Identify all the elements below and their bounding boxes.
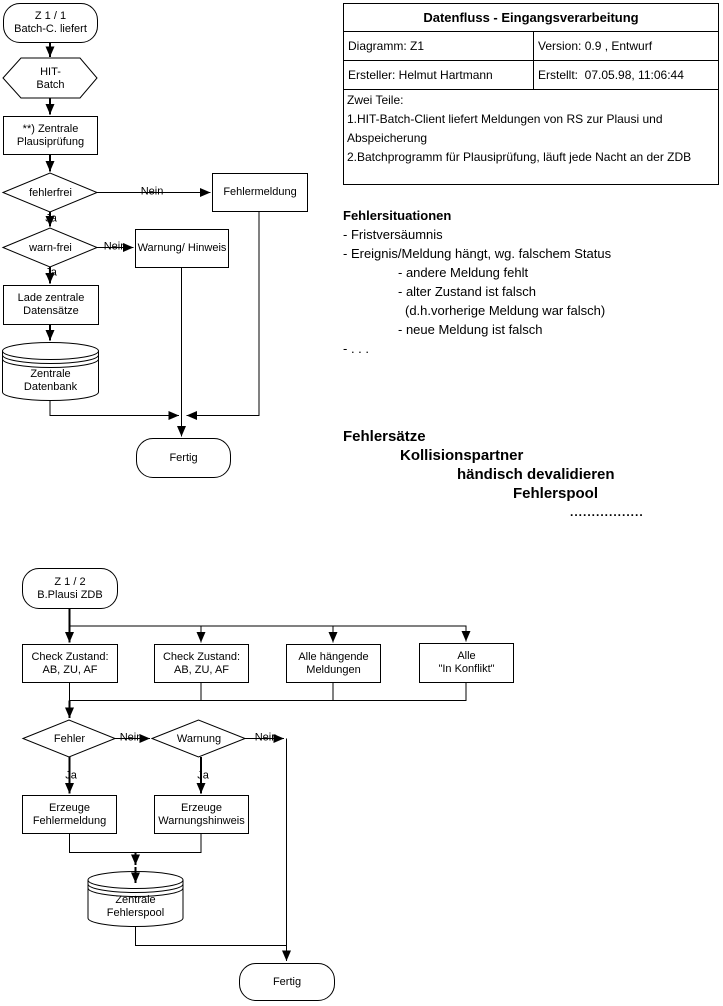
c1-ja-label-2: Ja bbox=[45, 266, 57, 279]
c2-check1-process: Check Zustand: AB, ZU, AF bbox=[22, 644, 118, 683]
fehlersaetze-dots: ................. bbox=[570, 505, 644, 519]
c1-nein-label-2: Nein bbox=[103, 240, 127, 253]
c2-ja-label-2: Ja bbox=[197, 769, 209, 782]
fehlersituationen-line: - Fristversäumnis bbox=[343, 227, 443, 242]
fehlersituationen-line: - neue Meldung ist falsch bbox=[398, 322, 543, 337]
c2-warnung-label: Warnung bbox=[176, 732, 222, 745]
c2-erzeuge-warnungshinweis-process: Erzeuge Warnungshinweis bbox=[154, 795, 249, 834]
c2-fehlerspool-label: Zentrale Fehlerspool bbox=[106, 894, 165, 919]
fehlersaetze-block: Fehlersätze Kollisionspartner händisch d… bbox=[343, 427, 644, 522]
fehlersituationen-title: Fehlersituationen bbox=[343, 208, 452, 223]
c1-start-terminator: Z 1 / 1 Batch-C. liefert bbox=[3, 3, 98, 43]
notes-cell: Zwei Teile: 1.HIT-Batch-Client liefert M… bbox=[347, 93, 692, 164]
c2-nein-label-1: Nein bbox=[119, 731, 143, 744]
c2-fertig-terminator: Fertig bbox=[239, 963, 335, 1001]
created-cell: Erstellt: 07.05.98, 11:06:44 bbox=[538, 68, 684, 82]
c1-hitbatch-label: HIT- Batch bbox=[36, 65, 65, 91]
c1-fertig-terminator: Fertig bbox=[136, 438, 231, 478]
title-block-table: Datenfluss - Eingangsverarbeitung Diagra… bbox=[343, 3, 719, 185]
c1-lade-process: Lade zentrale Datensätze bbox=[3, 285, 99, 325]
fehlersaetze-title: Fehlersätze bbox=[343, 428, 426, 445]
c1-warnfrei-label: warn-frei bbox=[29, 241, 72, 254]
author-cell: Ersteller: Helmut Hartmann bbox=[344, 61, 534, 89]
c1-warnung-hinweis-process: Warnung/ Hinweis bbox=[135, 229, 229, 268]
c2-erzeuge-fehlermeldung-process: Erzeuge Fehlermeldung bbox=[22, 795, 117, 834]
fehlersituationen-block: Fehlersituationen - Fristversäumnis - Er… bbox=[343, 206, 611, 358]
fehlersituationen-line: - andere Meldung fehlt bbox=[398, 265, 529, 280]
c1-plausi-process: **) Zentrale Plausiprüfung bbox=[3, 116, 98, 155]
c2-nein-label-2: Nein bbox=[254, 731, 278, 744]
fehlersituationen-line: - alter Zustand ist falsch bbox=[398, 284, 536, 299]
c1-fehlerfrei-label: fehlerfrei bbox=[29, 186, 72, 199]
fehlersaetze-line: Kollisionspartner bbox=[400, 447, 524, 464]
fehlersaetze-line: händisch devalidieren bbox=[457, 466, 615, 483]
fehlersituationen-line: - . . . bbox=[343, 341, 369, 356]
c2-konflikt-process: Alle "In Konflikt" bbox=[419, 643, 514, 683]
fehlersituationen-line: (d.h.vorherige Meldung war falsch) bbox=[405, 303, 606, 318]
diagram-id-cell: Diagramm: Z1 bbox=[344, 32, 534, 60]
c1-hitbatch-hexagon bbox=[2, 57, 98, 99]
c1-fehlermeldung-process: Fehlermeldung bbox=[212, 173, 308, 212]
c1-ja-label-1: Ja bbox=[45, 212, 57, 225]
diagram-title: Datenfluss - Eingangsverarbeitung bbox=[344, 4, 718, 32]
c2-check2-process: Check Zustand: AB, ZU, AF bbox=[154, 644, 249, 683]
c2-ja-label-1: Ja bbox=[65, 769, 77, 782]
c1-nein-label-1: Nein bbox=[140, 185, 164, 198]
c1-datenbank-label: Zentrale Datenbank bbox=[23, 368, 78, 393]
c2-haengende-process: Alle hängende Meldungen bbox=[286, 644, 381, 683]
c2-start-terminator: Z 1 / 2 B.Plausi ZDB bbox=[22, 568, 118, 609]
version-cell: Version: 0.9 , Entwurf bbox=[538, 39, 653, 53]
fehlersituationen-line: - Ereignis/Meldung hängt, wg. falschem S… bbox=[343, 246, 612, 261]
c2-fehler-label: Fehler bbox=[53, 732, 86, 745]
fehlersaetze-line: Fehlerspool bbox=[513, 485, 599, 502]
c1-datenbank-cylinder bbox=[2, 342, 99, 401]
